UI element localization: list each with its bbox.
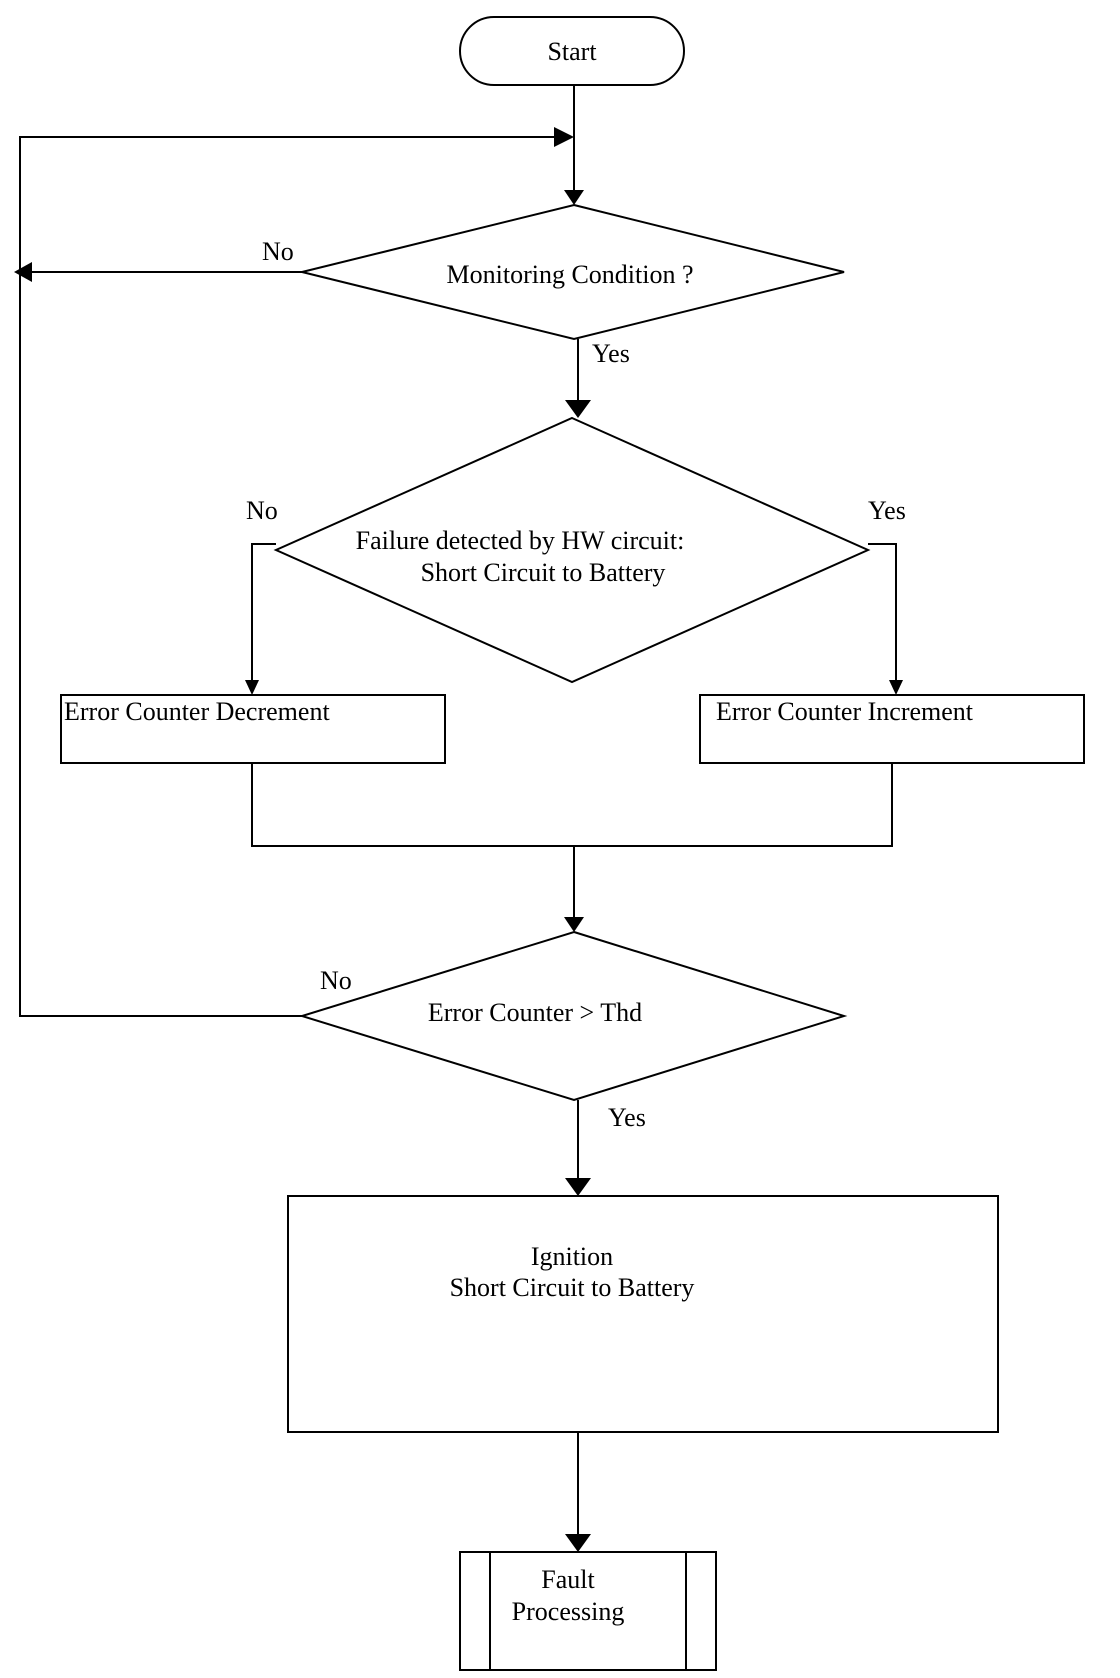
arrow-monitoring-no xyxy=(14,262,32,282)
arrow-into-monitoring xyxy=(564,190,584,205)
arrow-loop-merge xyxy=(554,127,574,147)
ignition-box xyxy=(287,1195,999,1433)
increment-label: Error Counter Increment xyxy=(716,697,974,726)
decrement-label: Error Counter Decrement xyxy=(64,697,330,726)
threshold-yes-label: Yes xyxy=(608,1103,646,1132)
arrow-into-threshold xyxy=(564,917,584,932)
threshold-no-label: No xyxy=(320,966,352,995)
start-label: Start xyxy=(547,37,597,66)
ignition-label-line1: Ignition xyxy=(531,1242,613,1271)
start-terminator xyxy=(459,16,685,86)
threshold-label: Error Counter > Thd xyxy=(428,998,642,1027)
fault-box xyxy=(459,1551,717,1671)
fault-label-line1: Fault xyxy=(541,1565,595,1594)
fault-label-line2: Processing xyxy=(512,1597,625,1626)
failure-decision xyxy=(273,416,871,684)
connector-threshold-no xyxy=(19,136,558,1017)
failure-yes-label: Yes xyxy=(868,496,906,525)
arrow-into-increment xyxy=(889,680,903,695)
arrow-into-failure xyxy=(565,400,591,418)
arrow-into-ignition xyxy=(565,1178,591,1196)
threshold-decision xyxy=(298,930,848,1102)
failure-label-line2: Short Circuit to Battery xyxy=(421,558,666,587)
monitoring-yes-label: Yes xyxy=(592,339,630,368)
connector-failure-yes xyxy=(868,543,897,680)
monitoring-decision xyxy=(301,203,845,341)
decrement-box xyxy=(60,694,446,764)
arrow-into-decrement xyxy=(245,680,259,695)
failure-label-line1: Failure detected by HW circuit: xyxy=(356,526,685,555)
connector-merge xyxy=(251,763,893,847)
ignition-label-line2: Short Circuit to Battery xyxy=(450,1273,695,1302)
monitoring-no-label: No xyxy=(262,237,294,266)
failure-no-label: No xyxy=(246,496,278,525)
arrow-into-fault xyxy=(565,1534,591,1552)
connector-failure-no xyxy=(251,543,276,680)
monitoring-label: Monitoring Condition ? xyxy=(447,260,694,289)
